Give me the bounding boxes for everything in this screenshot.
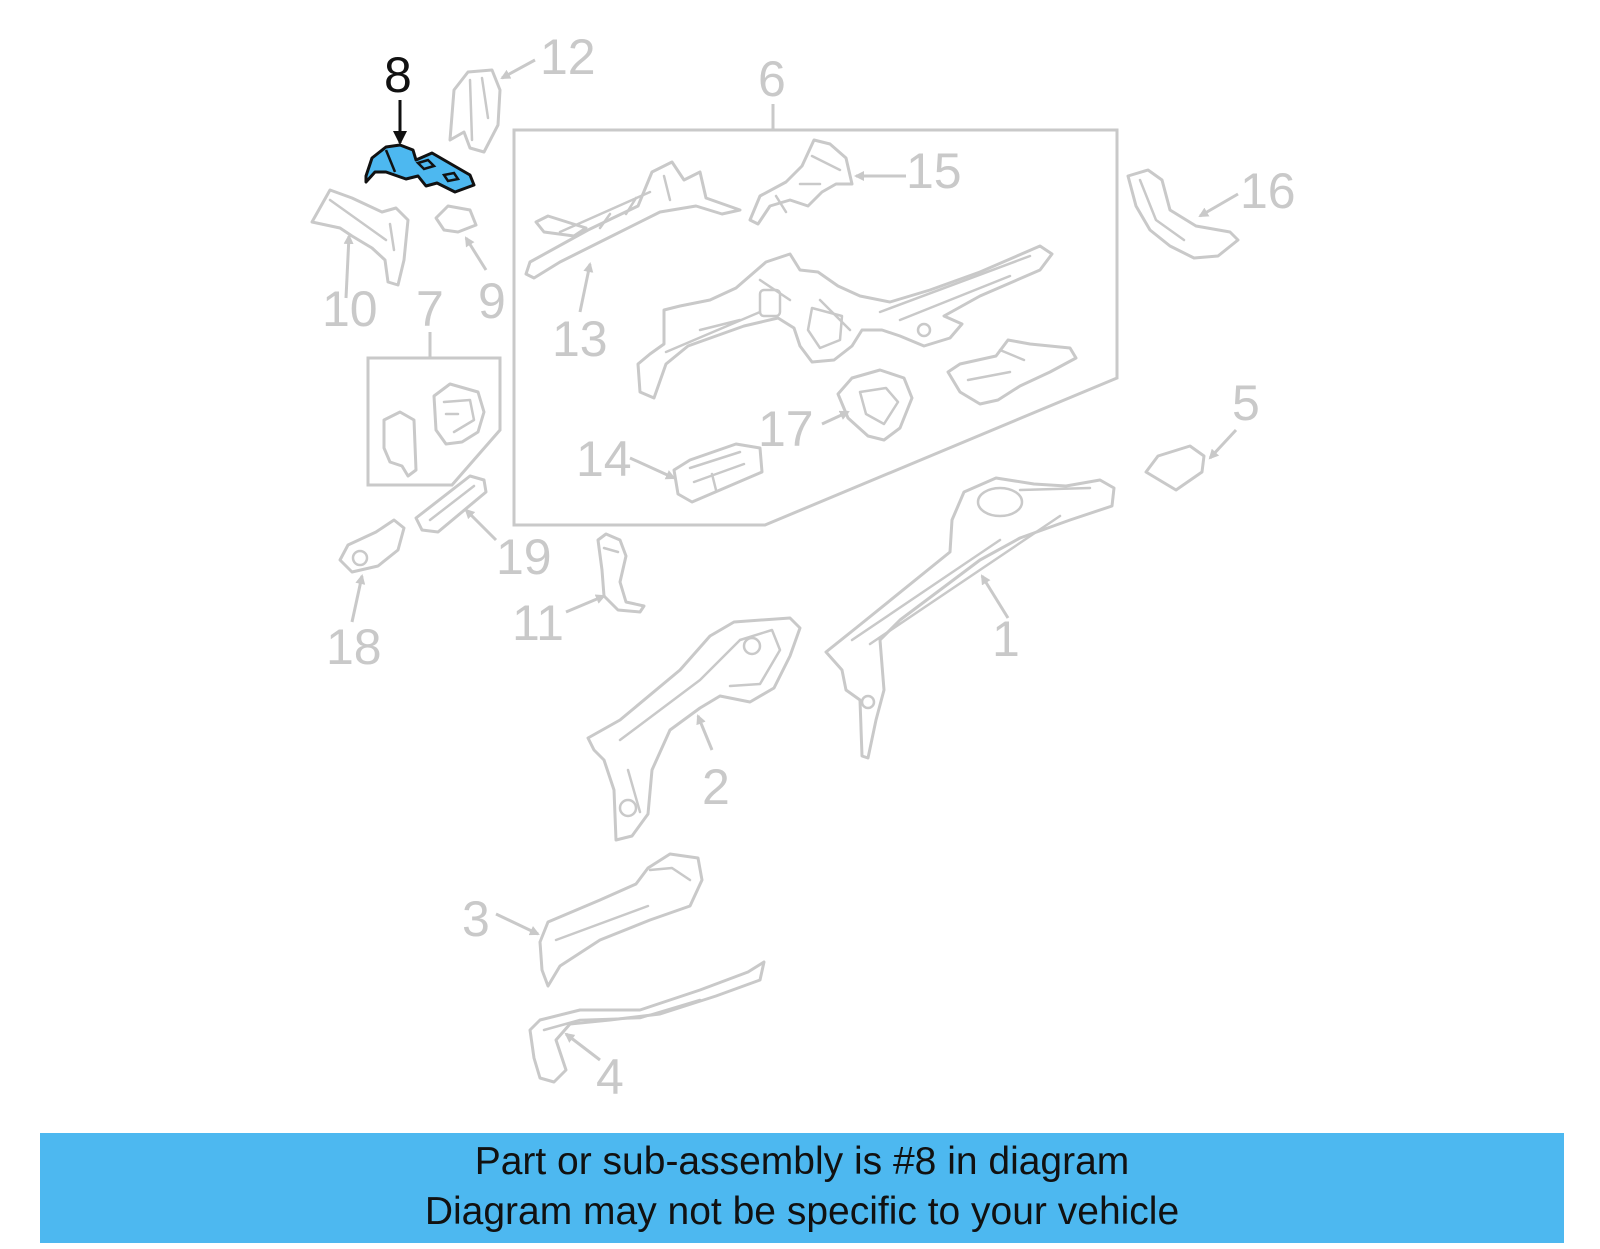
part-16: [1126, 168, 1240, 260]
part-17: [821, 368, 914, 442]
callout-14: 14: [576, 431, 632, 487]
banner-line-part: Part or sub-assembly is #8 in diagram: [474, 1140, 1130, 1183]
callout-16: 16: [1240, 163, 1296, 219]
group-box-6: [512, 104, 1119, 527]
info-banner: Part or sub-assembly is #8 in diagram Di…: [40, 1133, 1564, 1243]
parts-diagram: 8 12 6 15 16 10 7 9 13 5 17 14 19 11 18 …: [310, 29, 1296, 1105]
part-6-crossmember: [636, 244, 1054, 400]
part-5: [1144, 428, 1238, 492]
part-3: [495, 852, 704, 988]
part-1: [824, 476, 1116, 760]
callout-18: 18: [326, 619, 382, 675]
part-13: [524, 160, 742, 313]
callout-2: 2: [702, 759, 730, 815]
callout-19: 19: [496, 529, 552, 585]
group-box-7: [366, 332, 502, 487]
part-10: [310, 188, 410, 299]
banner-line-disclaimer: Diagram may not be specific to your vehi…: [424, 1190, 1180, 1233]
part-14: [629, 442, 764, 504]
callout-11: 11: [512, 595, 564, 651]
callout-15: 15: [906, 143, 962, 199]
part-6-bracket: [946, 338, 1078, 406]
callout-8: 8: [384, 47, 412, 103]
part-2: [586, 616, 802, 842]
callout-7: 7: [416, 281, 444, 337]
callout-17: 17: [758, 401, 814, 457]
part-7-contents: [382, 382, 486, 478]
part-12: [448, 58, 536, 154]
callout-3: 3: [462, 891, 490, 947]
part-4: [528, 960, 766, 1084]
part-9: [434, 204, 488, 271]
callout-6: 6: [758, 51, 786, 107]
part-8-highlighted[interactable]: [364, 100, 476, 194]
callout-5: 5: [1232, 375, 1260, 431]
part-19: [414, 474, 498, 542]
callout-13: 13: [552, 311, 608, 367]
callout-10: 10: [322, 281, 378, 337]
callout-9: 9: [478, 273, 506, 329]
part-15: [748, 138, 906, 226]
part-18: [338, 518, 406, 623]
part-11: [565, 532, 646, 614]
callout-4: 4: [596, 1049, 624, 1105]
callout-1: 1: [992, 611, 1020, 667]
callout-12: 12: [540, 29, 596, 85]
